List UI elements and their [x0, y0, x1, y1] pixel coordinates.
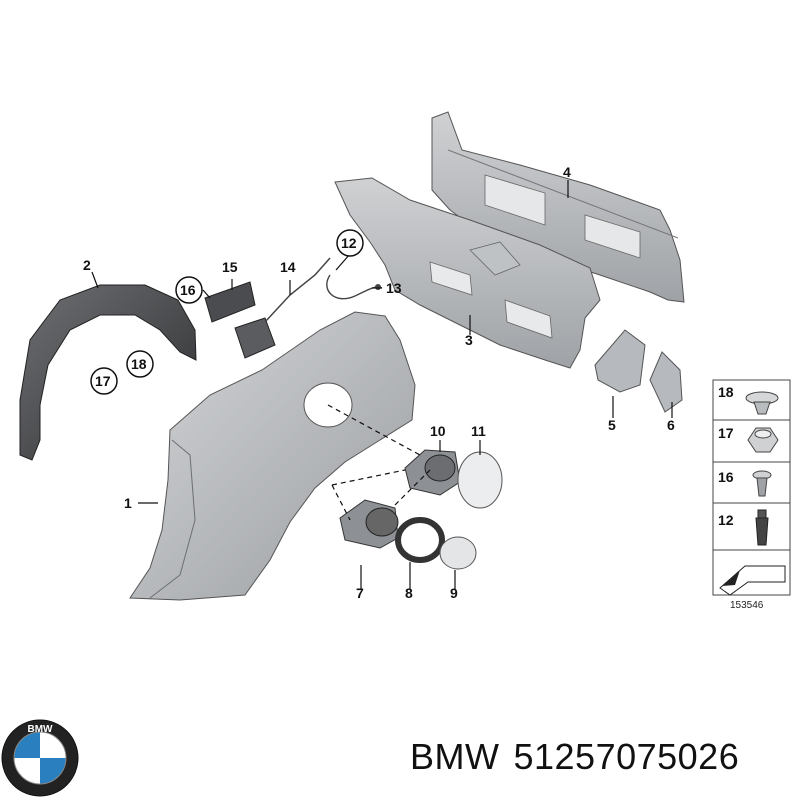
legend-label-17: 17 — [718, 425, 734, 441]
callout-11: 11 — [471, 423, 486, 439]
callout-labels: 1 2 3 4 5 6 7 8 9 10 11 12 13 14 15 16 1… — [83, 164, 675, 601]
diagram-code: 153546 — [730, 600, 764, 611]
callout-14: 14 — [280, 259, 296, 275]
part-number: 51257075026 — [513, 736, 740, 777]
wheel-arch-liner — [19, 284, 197, 461]
clip-18-icon — [745, 391, 779, 415]
clip-12-icon — [755, 509, 769, 546]
callout-12: 12 — [341, 235, 357, 251]
connector-bracket — [204, 281, 256, 323]
reinforcement-bracket-5 — [594, 329, 646, 393]
callout-13: 13 — [386, 280, 402, 296]
callout-16: 16 — [180, 282, 196, 298]
callout-10: 10 — [430, 423, 446, 439]
direction-arrow-icon — [719, 565, 786, 596]
rear-upper-crossmember — [431, 111, 685, 303]
bmw-logo-text: BMW — [28, 724, 54, 735]
fastener-legend: 18 17 16 12 — [712, 379, 791, 596]
flap-actuator — [234, 257, 331, 359]
rear-side-panel — [129, 311, 416, 601]
release-cable — [326, 274, 383, 300]
callout-3: 3 — [465, 332, 473, 348]
callout-18: 18 — [131, 356, 147, 372]
callout-15: 15 — [222, 259, 238, 275]
rear-lower-panel — [334, 177, 601, 369]
fuel-filler-housing — [339, 499, 399, 549]
leader-lines — [91, 180, 673, 590]
nut-17-icon — [747, 427, 779, 453]
fuel-cap — [439, 536, 477, 570]
callout-5: 5 — [608, 417, 616, 433]
callout-7: 7 — [356, 585, 364, 601]
bmw-logo: BMW — [1, 719, 79, 797]
brand-name: BMW — [410, 736, 500, 777]
reinforcement-bracket-6 — [649, 351, 683, 413]
legend-label-16: 16 — [718, 469, 734, 485]
fuel-filler-seal — [395, 517, 445, 563]
assembly-lines — [327, 404, 431, 521]
fuel-flap-housing — [404, 449, 461, 496]
callout-9: 9 — [450, 585, 458, 601]
callout-4: 4 — [563, 164, 571, 180]
callout-6: 6 — [667, 417, 675, 433]
callout-1: 1 — [124, 495, 132, 511]
fuel-flap — [457, 451, 503, 509]
callout-2: 2 — [83, 257, 91, 273]
legend-label-12: 12 — [718, 512, 734, 528]
legend-label-18: 18 — [718, 384, 734, 400]
callout-17: 17 — [95, 373, 111, 389]
screw-16-icon — [752, 470, 772, 497]
part-caption: BMW 51257075026 — [410, 736, 739, 778]
callout-8: 8 — [405, 585, 413, 601]
